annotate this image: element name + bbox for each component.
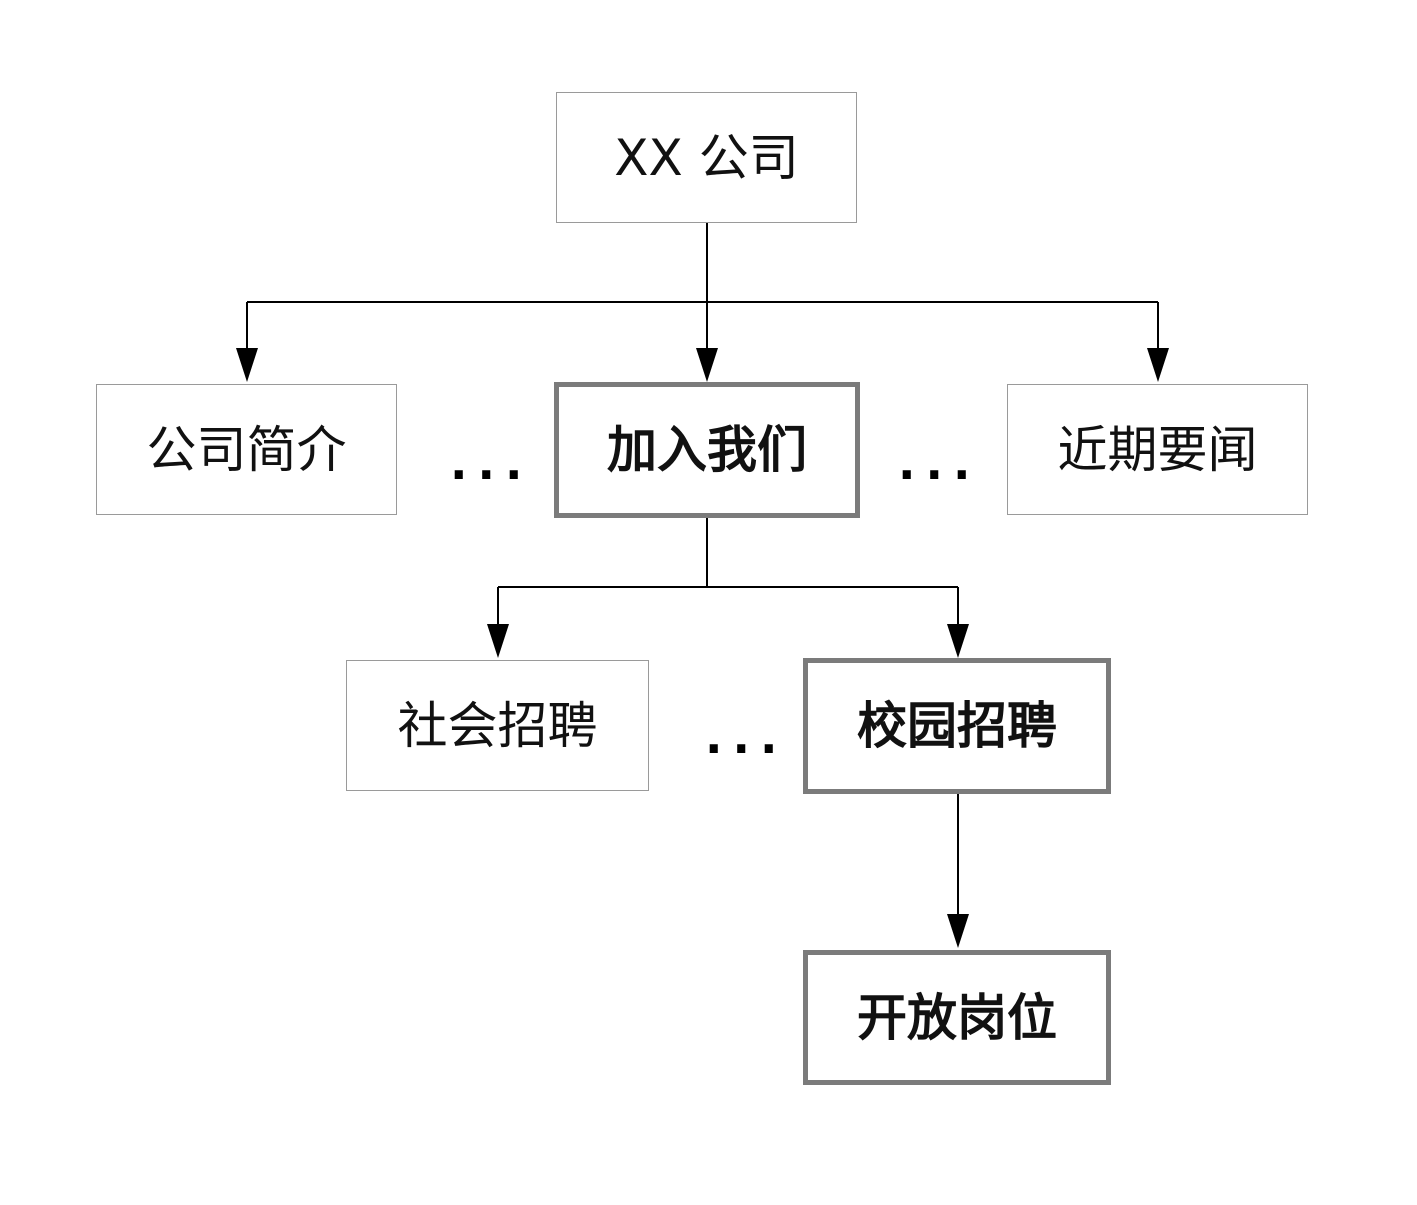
node-company-intro: 公司简介 (96, 384, 397, 515)
ellipsis-lower: ... (705, 710, 788, 764)
arrow-to-positions (947, 914, 969, 948)
node-join-us: 加入我们 (554, 382, 860, 518)
arrow-to-social (487, 624, 509, 658)
node-recent-news: 近期要闻 (1007, 384, 1308, 515)
arrow-to-join (696, 348, 718, 382)
arrow-to-intro (236, 348, 258, 382)
node-open-positions: 开放岗位 (803, 950, 1111, 1085)
node-social-recruitment: 社会招聘 (346, 660, 649, 791)
node-campus-recruitment: 校园招聘 (803, 658, 1111, 794)
arrow-to-campus (947, 624, 969, 658)
arrow-to-news (1147, 348, 1169, 382)
ellipsis-right: ... (898, 436, 981, 490)
node-root: XX 公司 (556, 92, 857, 223)
ellipsis-left: ... (450, 436, 533, 490)
